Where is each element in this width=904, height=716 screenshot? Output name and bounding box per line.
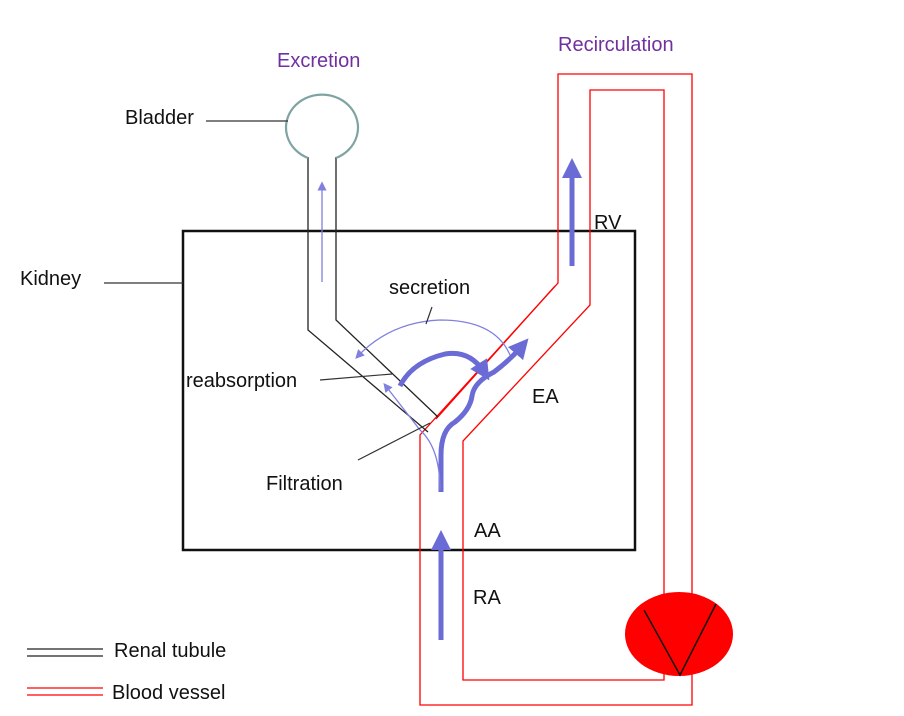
excretion-label: Excretion (277, 50, 360, 72)
filtration-arrow (383, 382, 441, 491)
aa-label: AA (474, 520, 501, 542)
legend-renal-tubule: Renal tubule (114, 640, 226, 662)
blood-vessel-inner (462, 89, 665, 681)
reabsorption-flow-arrow (397, 350, 490, 388)
blood-vessel-outer (419, 73, 693, 706)
reabsorption-label: reabsorption (186, 370, 297, 392)
kidney-box (181, 229, 637, 552)
legend-blood-vessel: Blood vessel (112, 682, 225, 704)
secretion-label: secretion (389, 277, 470, 299)
legend: Renal tubule Blood vessel (27, 640, 226, 704)
kidney-label: Kidney (20, 268, 81, 290)
bladder-shape (284, 93, 360, 160)
recirculation-label: Recirculation (558, 34, 674, 56)
secretion-arrow (355, 319, 511, 359)
reabsorption-leader (319, 373, 393, 381)
ra-label: RA (473, 587, 501, 609)
filtration-label: Filtration (266, 473, 343, 495)
ea-flow-arrow (438, 338, 529, 492)
blood-vessel-branch (435, 285, 556, 420)
rv-label: RV (594, 212, 622, 234)
secretion-leader (425, 306, 433, 325)
renal-tubule (307, 157, 439, 433)
bladder-label: Bladder (125, 107, 194, 129)
heart-icon (625, 592, 733, 677)
filtration-leader (357, 422, 431, 461)
ea-label: EA (532, 386, 559, 408)
